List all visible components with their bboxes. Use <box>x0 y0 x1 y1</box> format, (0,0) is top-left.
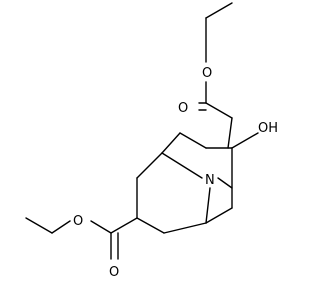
atom-label-bottom-ether-o: O <box>73 214 83 229</box>
bond-right-ring-lower <box>205 207 233 224</box>
bond-ring-to-ester-c <box>110 217 138 234</box>
atom-label-hydroxyl: OH <box>258 121 278 136</box>
atom-label-n: N <box>205 173 215 188</box>
bond-top-ch2-down <box>227 117 233 149</box>
bond-top-carbonyl-ch2 <box>205 102 233 119</box>
bond-left-ring-bottom <box>163 222 207 234</box>
bond-bridge-up-left <box>179 132 207 149</box>
bond-c-oh <box>231 132 259 149</box>
atom-label-top-carbonyl-o: O <box>178 101 188 116</box>
bond-left-ring-top <box>136 152 163 179</box>
bond-bridge-left-down <box>161 132 181 154</box>
atom-label-bottom-carbonyl-o: O <box>109 265 119 280</box>
bond-ester-c-o <box>90 220 112 234</box>
atom-label-top-ether-o: O <box>202 66 212 81</box>
bond-top-ethyl-c1-c2 <box>205 2 233 19</box>
bond-left-ring-bottom-left <box>136 217 165 234</box>
bond-ester-o-ch2 <box>51 220 71 234</box>
chemical-structure: N O O OH O O <box>25 2 278 280</box>
bond-ester-ch2-ch3 <box>25 217 53 234</box>
bond-n-down <box>205 187 211 224</box>
bond-n-left-upper <box>161 152 203 179</box>
bond-n-right-upper <box>217 177 233 189</box>
